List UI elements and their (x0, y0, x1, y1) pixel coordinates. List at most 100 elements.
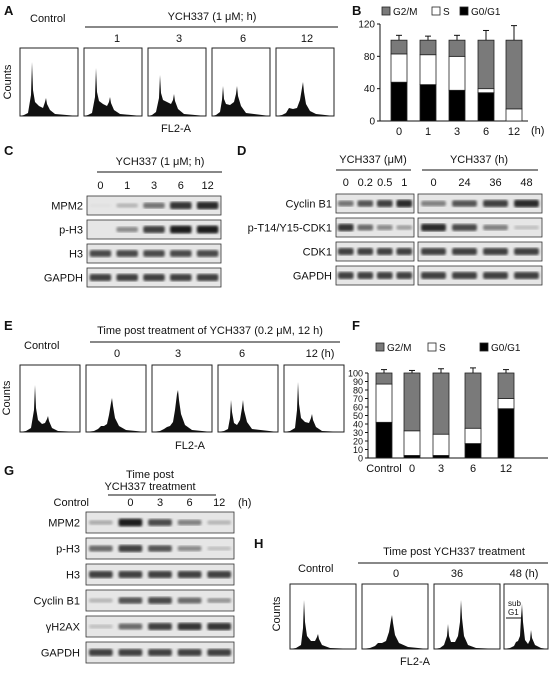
panel-letter-c: C (4, 143, 14, 158)
chart-F-ytick-label: 0 (358, 454, 363, 464)
chart-F-xtick-label: 12 (500, 463, 512, 475)
blot-g-band-0-0-4 (207, 520, 232, 525)
blot-g-band-5-0-2 (148, 649, 172, 656)
blot-d-band-3-0-3 (396, 272, 413, 279)
panel-a-control-label: Control (30, 13, 65, 25)
panel-a-histograms (19, 47, 335, 117)
bar-B-s-2 (448, 55, 466, 91)
panel-h: H Control Time post YCH337 treatment 0 3… (254, 536, 549, 668)
blot-g-band-3-0-4 (207, 598, 232, 603)
chart-F-ytick-label: 100 (348, 369, 363, 379)
panel-h-control-label: Control (298, 563, 333, 575)
bar-F-g2m-2 (432, 372, 450, 435)
blot-c-band-0-0-1 (116, 203, 138, 208)
panel-a-cond-3: 6 (240, 33, 246, 45)
blot-d-band-3-1-3 (514, 272, 539, 279)
histogram-a-3h (147, 47, 207, 117)
bar-F-g0g1-3 (464, 443, 482, 459)
histogram-h-control (289, 583, 357, 650)
blot-c-band-2-0-0 (89, 250, 112, 257)
blot-c-band-3-0-2 (143, 274, 165, 281)
blot-g-band-1-0-3 (177, 545, 202, 552)
blot-d-band-3-1-2 (483, 272, 508, 279)
blot-c-row-label-1: p-H3 (59, 225, 83, 237)
blot-g-band-3-0-0 (88, 598, 113, 603)
histogram-e-3h (151, 364, 213, 433)
panel-h-xlabel: FL2-A (400, 656, 431, 668)
blot-d-band-2-0-0 (337, 248, 354, 255)
blot-d-lane-label: 1 (401, 177, 407, 189)
panel-g-header-line1: Time post (126, 469, 174, 481)
panel-e-cond-0: 0 (114, 348, 120, 360)
blot-d-band-1-0-3 (396, 225, 413, 230)
bar-B-g2m-3 (477, 39, 495, 90)
blot-c-band-1-0-4 (196, 225, 219, 234)
histogram-a-12h (275, 47, 335, 117)
blot-d-band-2-0-1 (357, 248, 374, 255)
legend-f-g2m-swatch (375, 342, 385, 352)
blot-g-lane-label: 12 (213, 497, 225, 509)
blot-c-band-1-0-3 (170, 225, 192, 234)
blot-c-band-2-0-4 (196, 250, 219, 257)
blot-d-band-2-1-3 (514, 248, 539, 255)
panel-e-xlabel: FL2-A (175, 440, 206, 452)
blot-d-band-3-0-2 (376, 272, 393, 279)
bar-F-s-3 (464, 427, 482, 444)
legend-f-s-swatch (427, 342, 437, 352)
blot-c-row-label-3: GAPDH (44, 273, 83, 285)
panel-e-cond-3: 3 (175, 348, 181, 360)
blot-d-lane-label: 24 (458, 177, 470, 189)
chart-F-ytick-label: 10 (353, 445, 363, 455)
blot-d-lane-label: 48 (520, 177, 532, 189)
blot-d-strip-2-1 (417, 241, 543, 262)
blot-g-band-0-0-1 (118, 518, 143, 527)
panel-h-cond-0: 0 (393, 568, 399, 580)
blot-g-band-2-0-2 (148, 571, 172, 578)
blot-d-lane-label: 0.2 (358, 177, 373, 189)
blot-g-band-1-0-2 (148, 545, 172, 552)
bar-B-g2m-1 (419, 39, 437, 56)
legend-b-g2m-swatch (381, 6, 391, 16)
chart-F-ytick-label: 90 (353, 377, 363, 387)
panel-h-treatment-header: Time post YCH337 treatment (383, 546, 525, 558)
chart-F-xtick-label: 3 (438, 463, 444, 475)
panel-h-ylabel: Counts (271, 596, 283, 631)
chart-F-xtick-label: Control (366, 463, 401, 475)
legend-b-s-swatch (431, 6, 441, 16)
blot-d-strip-3-0 (335, 265, 415, 286)
bar-F-g0g1-0 (375, 421, 393, 459)
histogram-h-subg1-line1: sub (508, 599, 521, 608)
panel-h-cond-36: 36 (451, 568, 463, 580)
blot-g-band-4-0-0 (88, 624, 113, 629)
histogram-e-12h (283, 364, 345, 433)
chart-B-xtick-label: 12 (508, 126, 520, 138)
panel-letter-d: D (237, 143, 246, 158)
blot-g-band-0-0-3 (177, 519, 202, 526)
blot-d-lane-label: 0 (343, 177, 349, 189)
blot-d-band-2-0-3 (396, 248, 413, 255)
blot-d-strip-0-0 (335, 193, 415, 214)
panel-letter-f: F (352, 318, 360, 333)
histogram-a-control (19, 47, 79, 117)
blot-c-lane-label: 0 (97, 180, 103, 192)
blot-d-strip-3-1 (417, 265, 543, 286)
blot-g-row-label-5: GAPDH (41, 648, 80, 660)
blot-c-band-2-0-3 (170, 250, 192, 257)
bar-B-g0g1-2 (448, 89, 466, 122)
panel-e-control-label: Control (24, 340, 59, 352)
blot-g-band-0-0-2 (148, 519, 172, 526)
blot-g-band-3-0-3 (177, 597, 202, 604)
legend-b-g2m-label: G2/M (393, 7, 417, 18)
bar-B-s-4 (505, 108, 523, 122)
panel-a-ylabel: Counts (2, 64, 14, 99)
blot-g-band-1-0-1 (118, 545, 143, 552)
chart-F-ytick-label: 30 (353, 428, 363, 438)
blot-g-row-label-1: p-H3 (56, 544, 80, 556)
blot-d-band-2-1-2 (483, 248, 508, 255)
blot-c-band-3-0-0 (89, 274, 112, 281)
bar-F-s-1 (403, 430, 421, 456)
bar-F-g2m-4 (497, 372, 515, 399)
blot-d-band-1-0-2 (376, 224, 393, 231)
